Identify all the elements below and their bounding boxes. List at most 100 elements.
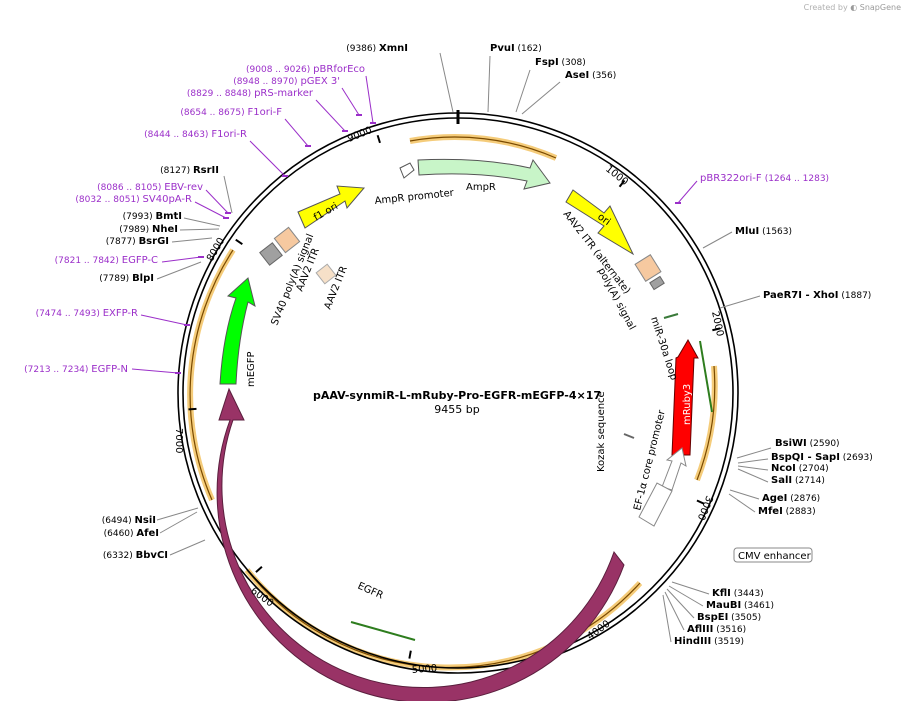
primer-range: (7821 .. 7842) bbox=[55, 256, 122, 266]
site-label[interactable]: (6332) BbvCI bbox=[103, 550, 168, 561]
site-leader-line bbox=[736, 447, 772, 459]
site-label[interactable]: (8127) RsrII bbox=[160, 165, 219, 176]
site-label[interactable]: MfeI (2883) bbox=[758, 506, 816, 517]
site-label[interactable]: HindIII (3519) bbox=[674, 636, 744, 647]
site-label[interactable]: (6460) AfeI bbox=[104, 528, 159, 539]
site-position: (2704) bbox=[796, 464, 829, 474]
site-label[interactable]: (7789) BlpI bbox=[99, 273, 154, 284]
site-label[interactable]: KflI (3443) bbox=[712, 588, 764, 599]
site-name: PaeR7I bbox=[763, 290, 802, 301]
label-ampr-promoter: AmpR promoter bbox=[374, 188, 455, 207]
megfp-arrow[interactable] bbox=[219, 277, 256, 385]
cmv-enhancer-box[interactable] bbox=[638, 482, 673, 527]
sv40-polya-box[interactable] bbox=[259, 242, 283, 266]
site-name: SalI bbox=[771, 475, 792, 486]
site-position: (7993) bbox=[123, 212, 156, 222]
itr-left-box[interactable] bbox=[273, 226, 301, 254]
primer-label[interactable]: (7213 .. 7234) EGFP-N bbox=[24, 364, 128, 375]
primer-label[interactable]: (7474 .. 7493) EXFP-R bbox=[36, 308, 138, 319]
primer-leader-line bbox=[194, 201, 227, 219]
site-leader-line bbox=[668, 585, 704, 607]
site-leader-line bbox=[671, 581, 710, 595]
ampr-promoter-arrow[interactable] bbox=[399, 162, 415, 179]
site-label[interactable]: PaeR7I - XhoI (1887) bbox=[763, 290, 871, 301]
site-leader-line bbox=[521, 81, 561, 115]
primer-range: (1264 .. 1283) bbox=[765, 174, 829, 184]
ori-arrow[interactable] bbox=[565, 189, 635, 256]
site-position: (308) bbox=[559, 58, 586, 68]
kozak-mark[interactable] bbox=[623, 433, 635, 439]
site-position: (6460) bbox=[104, 529, 137, 539]
orf-line bbox=[189, 249, 234, 501]
primer-label[interactable]: (8444 .. 8463) F1ori-R bbox=[144, 129, 247, 140]
site-label[interactable]: AflIII (3516) bbox=[687, 624, 746, 635]
site-label[interactable]: NcoI (2704) bbox=[771, 463, 829, 474]
site-leader-line bbox=[159, 511, 198, 534]
site-label[interactable]: (7989) NheI bbox=[119, 224, 178, 235]
site-name: MauBI bbox=[706, 600, 741, 611]
site-leader-line bbox=[719, 295, 761, 309]
site-label[interactable]: (9386) XmnI bbox=[346, 43, 408, 54]
egfr-arrow[interactable] bbox=[216, 387, 625, 701]
primer-label[interactable]: pBR322ori-F (1264 .. 1283) bbox=[700, 173, 829, 184]
site-label[interactable]: MauBI (3461) bbox=[706, 600, 774, 611]
site-name: HindIII bbox=[674, 636, 711, 647]
primer-range: (8654 .. 8675) bbox=[180, 108, 247, 118]
site-label[interactable]: (6494) NsiI bbox=[102, 515, 156, 526]
site-leader-line bbox=[156, 261, 202, 280]
primer-name: pBRforEco bbox=[313, 64, 365, 75]
site-label[interactable]: AgeI (2876) bbox=[762, 493, 820, 504]
primer-label[interactable]: (8948 .. 8970) pGEX 3' bbox=[233, 76, 340, 87]
primer-label[interactable]: (9008 .. 9026) pBRforEco bbox=[246, 64, 365, 75]
primer-leader-line bbox=[315, 99, 346, 132]
label-mir30a-loop: miR-30a loop bbox=[648, 316, 679, 382]
orf-line bbox=[696, 365, 716, 481]
site-label[interactable]: BsiWI (2590) bbox=[775, 438, 840, 449]
site-label[interactable]: BspQI - SapI (2693) bbox=[771, 452, 873, 463]
site-label[interactable]: FspI (308) bbox=[535, 57, 586, 68]
site-label[interactable]: MluI (1563) bbox=[735, 226, 792, 237]
label-egfr: EGFR bbox=[356, 581, 385, 602]
label-cytoplasmic: cytoplasmic domain bbox=[231, 462, 295, 552]
f1-ori-arrow[interactable] bbox=[297, 185, 366, 229]
ampr-arrow[interactable] bbox=[417, 158, 551, 190]
itr-small-box[interactable] bbox=[315, 263, 337, 285]
primer-label[interactable]: (8829 .. 8848) pRS-marker bbox=[187, 88, 314, 99]
site-position: (1887) bbox=[839, 291, 872, 301]
site-label[interactable]: BspEI (3505) bbox=[697, 612, 761, 623]
site-position: (7877) bbox=[106, 237, 139, 247]
label-kozak: Kozak sequence bbox=[596, 391, 607, 472]
restriction-sites: (9386) XmnI PvuI (162) FspI (308) AseI (356… bbox=[99, 43, 872, 647]
ef1a-promoter-arrow[interactable] bbox=[661, 447, 687, 491]
mir30a-loop-mark[interactable] bbox=[663, 313, 679, 319]
site-name: AseI bbox=[565, 70, 589, 81]
primer-leader-line bbox=[249, 140, 286, 177]
site-position: (1563) bbox=[759, 227, 792, 237]
itr-alternate-box[interactable] bbox=[634, 254, 662, 282]
site-leader-line bbox=[664, 591, 685, 631]
snapgene-watermark: Created by ◐ SnapGene bbox=[804, 3, 901, 12]
site-leader-line bbox=[439, 52, 454, 113]
primer-label[interactable]: (8654 .. 8675) F1ori-F bbox=[180, 107, 282, 118]
site-leader-line bbox=[702, 231, 733, 249]
site-leader-line bbox=[729, 489, 760, 500]
site-name-2: - SapI bbox=[804, 452, 840, 463]
primer-leader-line bbox=[161, 256, 202, 263]
primer-label[interactable]: (7821 .. 7842) EGFP-C bbox=[55, 255, 158, 266]
mruby3-arrow[interactable] bbox=[671, 338, 699, 456]
primer-name: pRS-marker bbox=[254, 88, 314, 99]
primer-label[interactable]: (8032 .. 8051) SV40pA-R bbox=[75, 194, 192, 205]
site-label[interactable]: SalI (2714) bbox=[771, 475, 825, 486]
site-leader-line bbox=[737, 458, 769, 464]
primer-label[interactable]: (8086 .. 8105) EBV-rev bbox=[97, 182, 203, 193]
site-name: BspQI bbox=[771, 452, 804, 463]
site-label[interactable]: AseI (356) bbox=[565, 70, 616, 81]
site-label[interactable]: PvuI (162) bbox=[490, 43, 542, 54]
orf-line bbox=[409, 136, 557, 159]
polya-right-box[interactable] bbox=[649, 275, 665, 291]
site-label[interactable]: (7993) BmtI bbox=[123, 211, 182, 222]
site-label[interactable]: (7877) BsrGI bbox=[106, 236, 169, 247]
site-leader-line bbox=[737, 465, 769, 471]
tick-label: 7000 bbox=[173, 428, 184, 453]
